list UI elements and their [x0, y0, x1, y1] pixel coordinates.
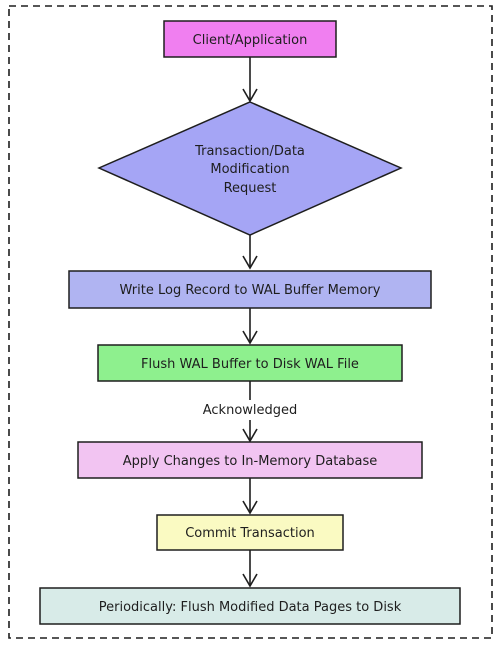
node-label: Apply Changes to In-Memory Database — [123, 454, 378, 469]
node-commit-transaction: Commit Transaction — [156, 514, 344, 551]
edge-request-to-write-log — [242, 235, 258, 270]
arrowhead-icon — [242, 573, 258, 588]
node-label-line-1: Transaction/Data — [194, 144, 305, 159]
node-client-application: Client/Application — [163, 20, 337, 58]
edge-apply-to-commit — [242, 478, 258, 515]
node-label: Write Log Record to WAL Buffer Memory — [120, 283, 381, 298]
node-write-log-record: Write Log Record to WAL Buffer Memory — [68, 270, 432, 309]
arrowhead-icon — [242, 428, 258, 443]
edge-flush-wal-to-apply: Acknowledged — [203, 381, 298, 443]
node-apply-changes: Apply Changes to In-Memory Database — [77, 441, 423, 479]
node-box — [39, 587, 461, 625]
edge-client-to-request — [242, 57, 258, 103]
node-label: Commit Transaction — [185, 526, 315, 541]
arrowhead-icon — [242, 500, 258, 515]
node-box — [156, 514, 344, 551]
node-box — [68, 270, 432, 309]
edge-label-acknowledged: Acknowledged — [203, 403, 298, 418]
diagram-frame — [8, 5, 493, 639]
node-label: Flush WAL Buffer to Disk WAL File — [141, 357, 359, 372]
node-label-line-2: Modification — [210, 162, 289, 177]
decision-diamond — [97, 101, 403, 236]
node-label: Periodically: Flush Modified Data Pages … — [99, 600, 402, 615]
node-label-line-3: Request — [224, 181, 277, 196]
edge-write-log-to-flush-wal — [242, 308, 258, 345]
edge-commit-to-periodic — [242, 550, 258, 588]
node-box — [163, 20, 337, 58]
node-transaction-request: Transaction/Data Modification Request — [97, 101, 403, 236]
node-box — [97, 344, 403, 382]
arrowhead-icon — [242, 88, 258, 103]
node-label: Client/Application — [193, 33, 308, 48]
node-flush-wal-buffer: Flush WAL Buffer to Disk WAL File — [97, 344, 403, 382]
arrowhead-icon — [242, 330, 258, 345]
node-box — [77, 441, 423, 479]
node-periodic-flush: Periodically: Flush Modified Data Pages … — [39, 587, 461, 625]
arrowhead-icon — [242, 255, 258, 270]
